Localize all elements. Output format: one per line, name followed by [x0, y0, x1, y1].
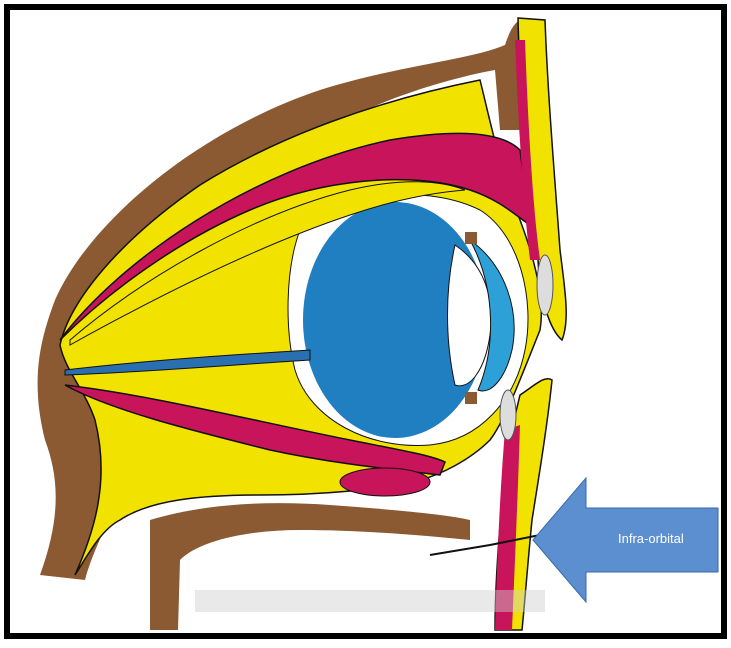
inferior-oblique [340, 468, 430, 496]
watermark-bar [195, 590, 545, 612]
lower-tarsus [500, 390, 516, 440]
arrow-label: Infra-orbital [618, 526, 718, 550]
ciliary-body-lower [465, 392, 477, 404]
upper-tarsus [537, 255, 553, 315]
ciliary-body-upper [465, 232, 477, 244]
